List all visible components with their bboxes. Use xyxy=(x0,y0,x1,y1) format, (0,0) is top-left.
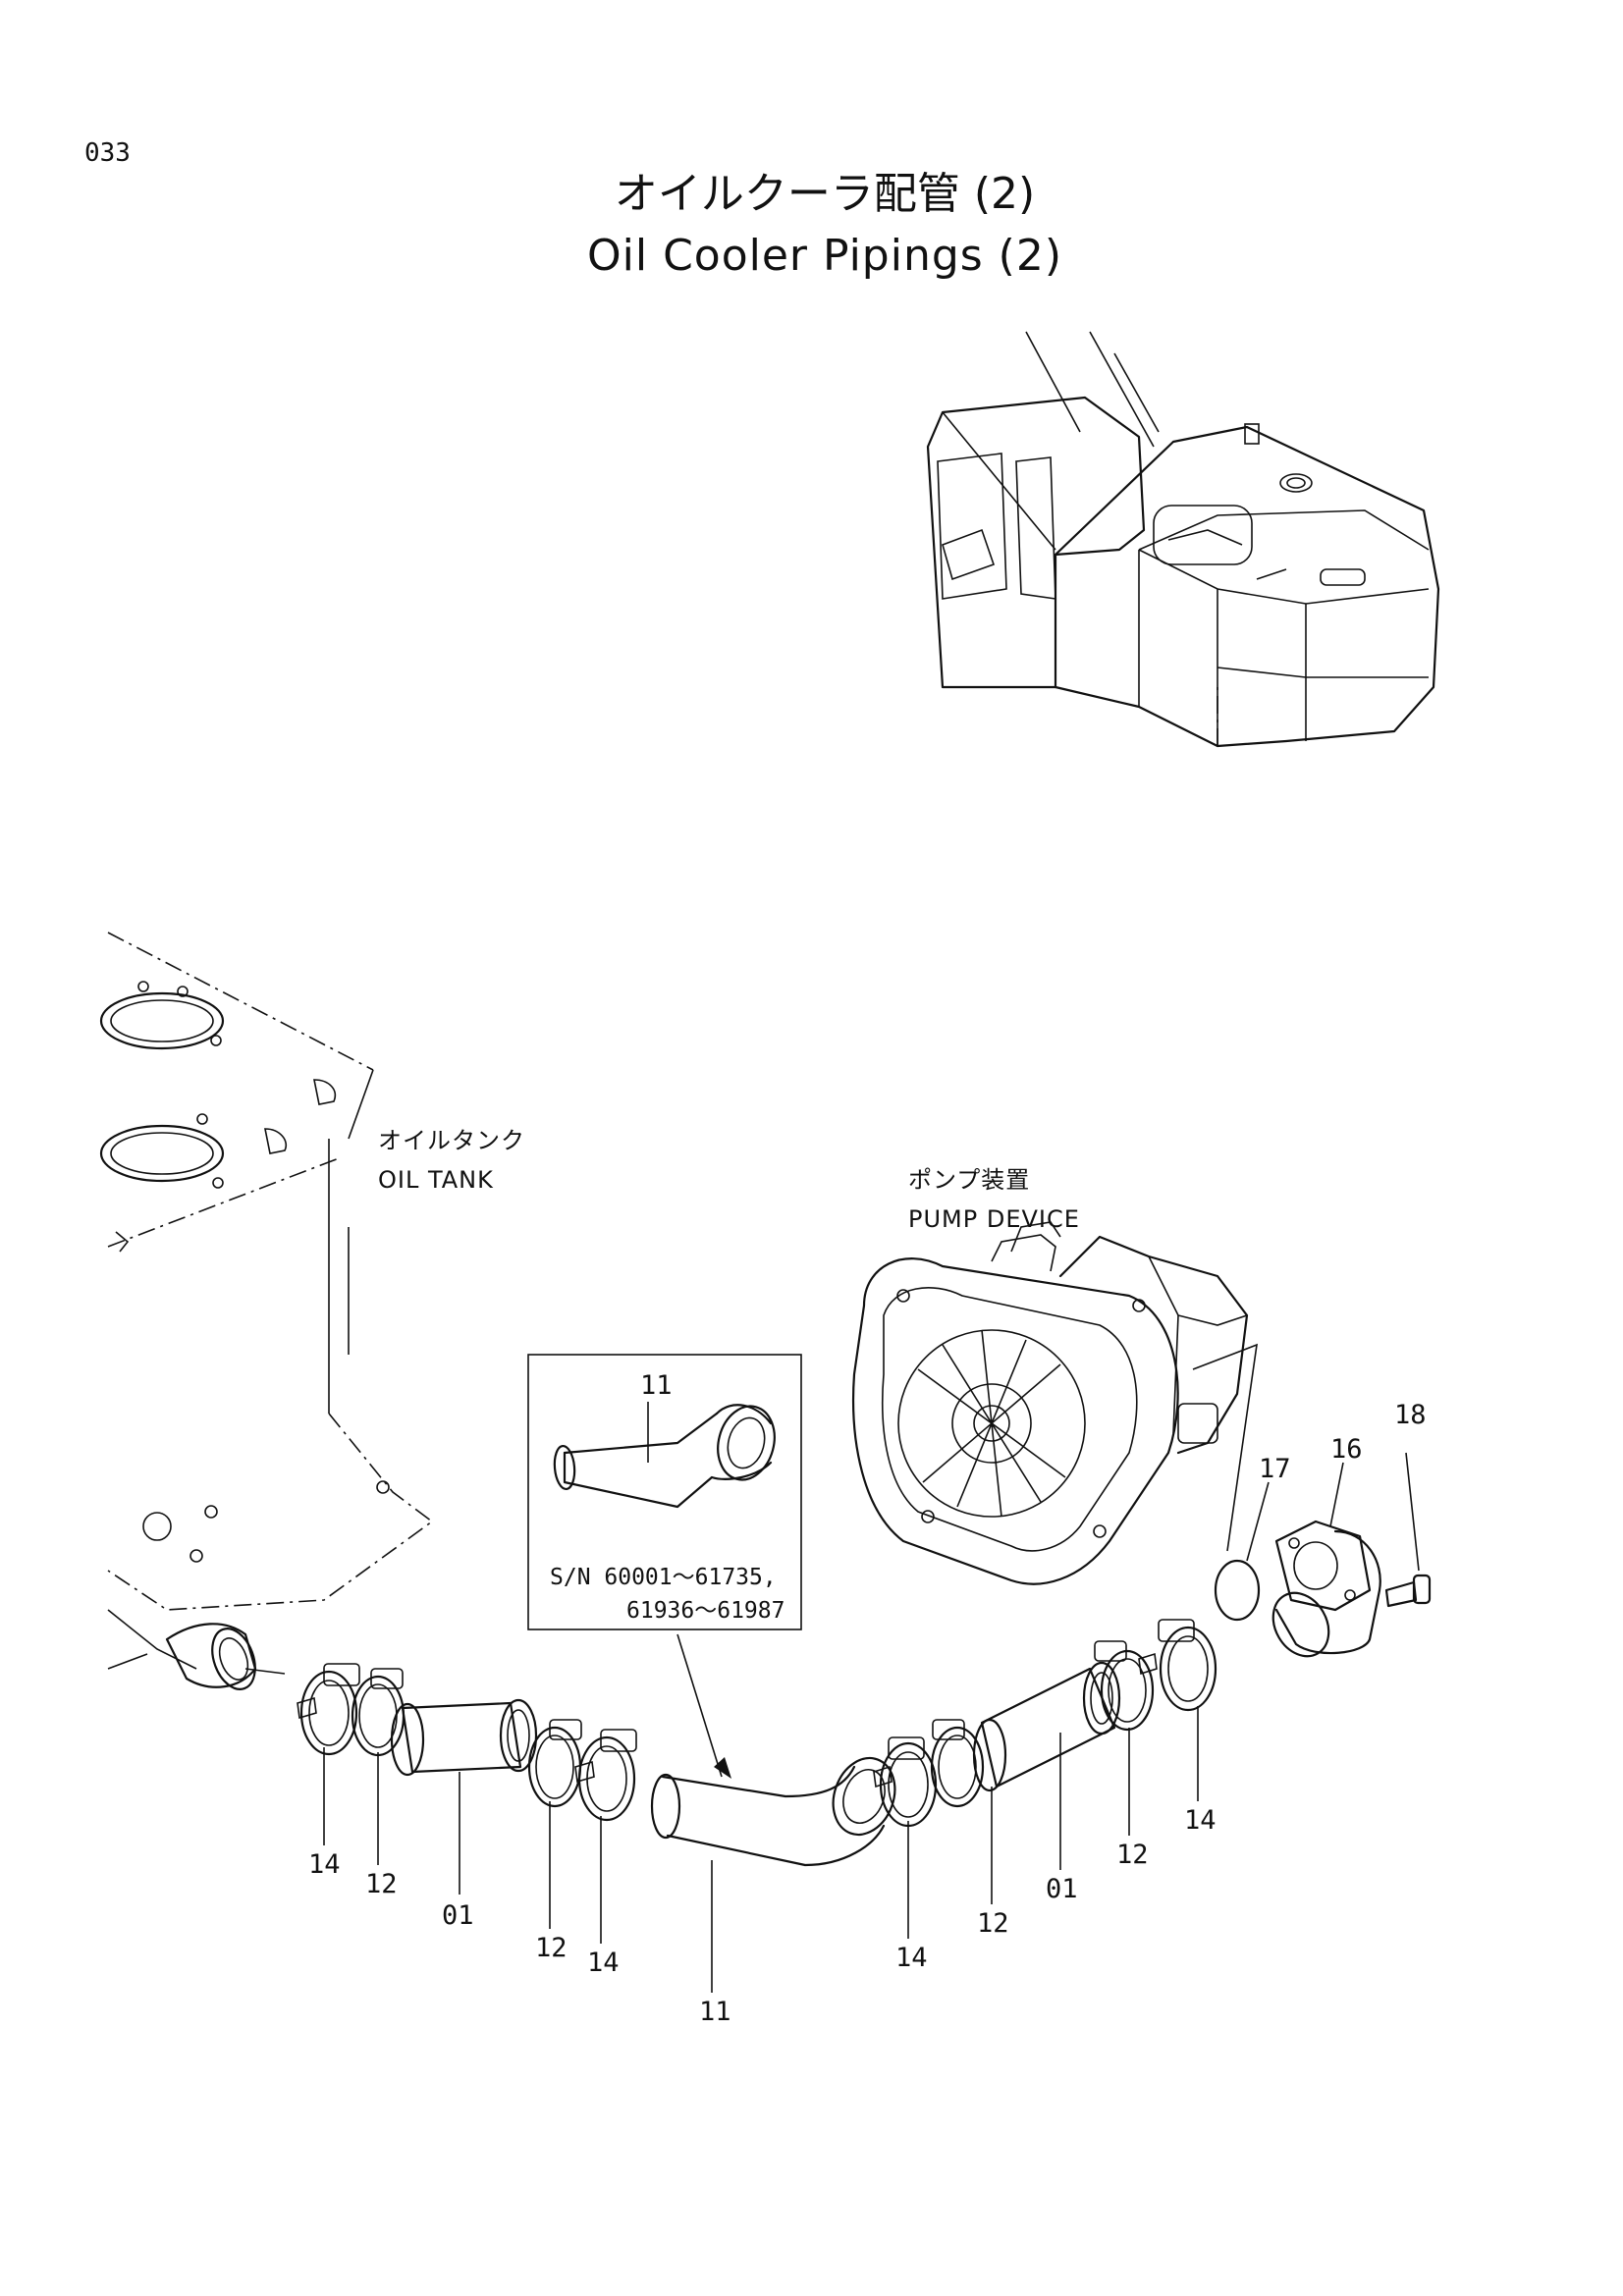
callout-14a: 14 xyxy=(308,1849,341,1880)
callout-18: 18 xyxy=(1394,1400,1427,1430)
hose-assembly-right xyxy=(873,1619,1217,1828)
pump-device-label-en: PUMP DEVICE xyxy=(908,1205,1080,1233)
inset-part-number: 11 xyxy=(640,1370,673,1401)
flange-group xyxy=(1214,1520,1432,1658)
callout-12a: 12 xyxy=(365,1869,398,1899)
callout-14b: 14 xyxy=(587,1948,620,1978)
callout-17: 17 xyxy=(1259,1454,1291,1484)
title-english: Oil Cooler Pipings (2) xyxy=(587,231,1062,281)
inset-serial-line1: S/N 60001～61735, xyxy=(550,1565,777,1590)
callout-01b: 01 xyxy=(1046,1874,1078,1904)
title-japanese: オイルクーラ配管 (2) xyxy=(615,169,1035,219)
callout-16: 16 xyxy=(1330,1434,1363,1465)
callout-numbers: 14 12 01 12 14 11 14 12 01 12 14 17 16 1… xyxy=(308,1400,1427,2027)
oil-tank-label-en: OIL TANK xyxy=(378,1166,494,1194)
page-number: 033 xyxy=(84,138,131,168)
callout-12d: 12 xyxy=(1116,1840,1149,1870)
inset-serial-line2: 61936～61987 xyxy=(626,1598,784,1624)
oil-tank-label-jp: オイルタンク xyxy=(378,1127,525,1154)
leader-lines xyxy=(323,1452,1420,1993)
callout-12b: 12 xyxy=(535,1933,568,1963)
inset-box xyxy=(527,1354,802,1779)
pump-device xyxy=(851,1221,1258,1585)
elbow-pipe xyxy=(650,1756,896,1867)
oil-tank xyxy=(99,932,434,1690)
excavator-location-view xyxy=(926,331,1440,748)
callout-14d: 14 xyxy=(1184,1805,1217,1836)
callout-11: 11 xyxy=(699,1997,731,2027)
callout-14c: 14 xyxy=(895,1943,928,1973)
hose-assembly-left xyxy=(297,1663,637,1822)
pump-device-label-jp: ポンプ装置 xyxy=(908,1166,1030,1194)
callout-12c: 12 xyxy=(977,1908,1009,1939)
callout-01a: 01 xyxy=(442,1900,474,1931)
o-ring-17 xyxy=(1214,1559,1261,1622)
